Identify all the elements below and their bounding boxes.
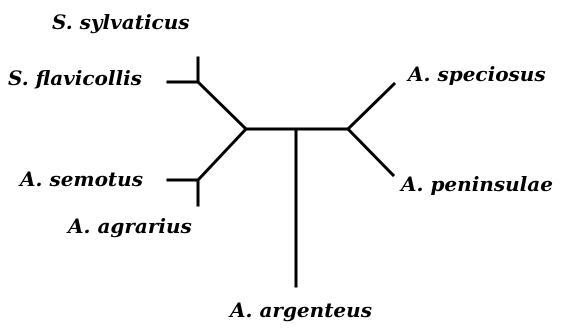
taxon-label-a-agrarius: A. agrarius [68, 214, 192, 238]
taxon-label-s-flavicollis: S. flavicollis [8, 66, 142, 90]
taxon-label-s-sylvaticus: S. sylvaticus [52, 10, 190, 34]
taxon-label-a-argenteus: A. argenteus [230, 298, 372, 322]
taxon-label-a-semotus: A. semotus [20, 167, 143, 191]
branch-peninsulae [345, 126, 396, 178]
taxon-label-a-speciosus: A. speciosus [408, 62, 546, 86]
internal-branch-left-bottom [195, 126, 249, 183]
branch-speciosus [345, 81, 397, 132]
internal-branch-left-top [195, 79, 249, 132]
taxon-label-a-peninsulae: A. peninsulae [401, 172, 553, 196]
